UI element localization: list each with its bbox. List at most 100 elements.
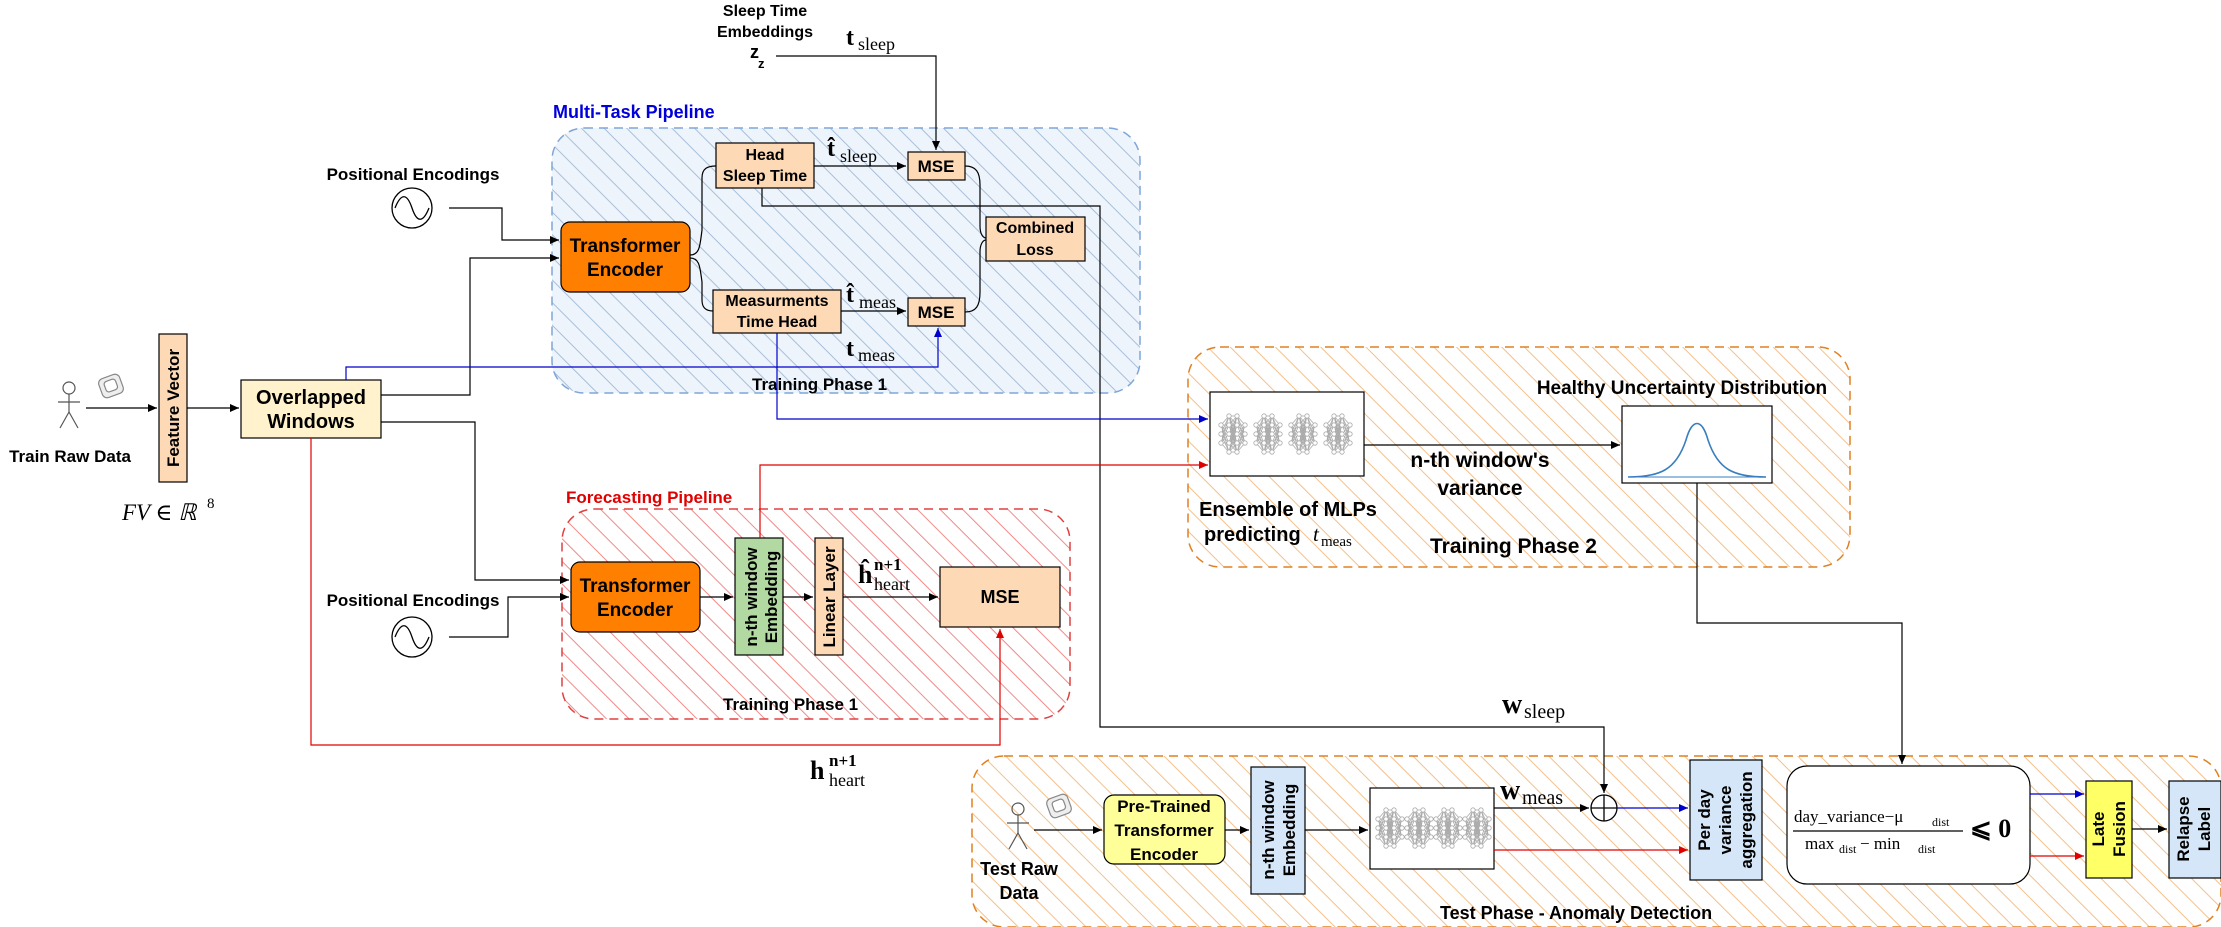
nn-edge: [1220, 415, 1230, 444]
nn-node: [1218, 440, 1224, 446]
nn-node: [1470, 825, 1476, 831]
nn-edge: [1341, 424, 1351, 453]
nn-node: [1462, 825, 1468, 831]
nn-node: [1331, 413, 1337, 419]
nn-node: [1462, 816, 1468, 822]
nn-node: [1261, 413, 1267, 419]
nn-node: [1391, 816, 1397, 822]
nn-node: [1269, 449, 1275, 455]
nn-node: [1375, 825, 1381, 831]
anomaly-formula-numerator: day_variance−μ dist: [1794, 807, 1950, 829]
nn-node: [1391, 825, 1397, 831]
nn-node: [1449, 834, 1455, 840]
nn-node: [1433, 825, 1439, 831]
w-meas-label: w meas: [1500, 775, 1563, 809]
nn-node: [1478, 834, 1484, 840]
nn-node: [1253, 422, 1259, 428]
multitask-pipeline-title: Multi-Task Pipeline: [553, 102, 715, 122]
nn-edge: [1393, 818, 1403, 847]
nn-node: [1304, 440, 1310, 446]
nn-node: [1375, 816, 1381, 822]
nn-edge: [1480, 818, 1490, 838]
sine-wave-icon-1: [391, 187, 433, 229]
nn-edge: [1236, 424, 1246, 453]
nn-edge: [1228, 424, 1238, 453]
nn-node: [1383, 807, 1389, 813]
nn-node: [1323, 431, 1329, 437]
nn-node: [1412, 843, 1418, 849]
nn-node: [1433, 816, 1439, 822]
nn-node: [1296, 422, 1302, 428]
measurements-time-head-label-2: Time Head: [737, 314, 818, 331]
nn-node: [1234, 422, 1240, 428]
measurements-time-head-label-1: Measurments: [725, 293, 828, 310]
nth-window-embedding-label-2b: Embedding: [1280, 784, 1299, 877]
nn-node: [1470, 816, 1476, 822]
svg-text:FV ∈ ℝ: FV ∈ ℝ: [121, 500, 198, 525]
linear-layer-label: Linear Layer: [820, 546, 839, 647]
nn-edge: [1385, 827, 1395, 847]
nn-node: [1399, 834, 1405, 840]
nn-node: [1253, 440, 1259, 446]
svg-text:z: z: [750, 42, 759, 62]
mse-label-2: MSE: [918, 303, 955, 322]
combined-loss-box: [985, 216, 1086, 262]
nn-node: [1404, 834, 1410, 840]
nn-node: [1226, 449, 1232, 455]
nn-edge: [1271, 433, 1281, 453]
svg-text:meas: meas: [1522, 787, 1563, 809]
sleep-time-embeddings-label-2: Embeddings: [717, 24, 813, 41]
positional-encodings-label-1: Positional Encodings: [327, 165, 500, 184]
nn-edge: [1406, 809, 1416, 838]
head-sleep-time-label-2: Sleep Time: [723, 168, 807, 185]
nn-node: [1304, 413, 1310, 419]
nn-node: [1428, 825, 1434, 831]
nn-edge: [1290, 424, 1300, 444]
nn-node: [1234, 449, 1240, 455]
nth-window-embedding-label-1b: Embedding: [762, 551, 781, 644]
nn-node: [1441, 834, 1447, 840]
svg-text:day_variance−μ: day_variance−μ: [1794, 807, 1903, 826]
nn-node: [1412, 834, 1418, 840]
nn-edge: [1341, 433, 1351, 453]
that-sleep-label: t̂ sleep: [827, 136, 877, 166]
nn-edge: [1435, 809, 1445, 838]
nn-edge: [1341, 424, 1351, 444]
nn-edge: [1422, 818, 1432, 847]
nn-node: [1478, 807, 1484, 813]
nn-node: [1420, 834, 1426, 840]
svg-text:n+1: n+1: [829, 751, 857, 770]
relapse-label-box: [2168, 780, 2221, 879]
nn-node: [1234, 413, 1240, 419]
nn-node: [1420, 825, 1426, 831]
svg-text:dist: dist: [1839, 842, 1857, 856]
nn-node: [1347, 422, 1353, 428]
nn-node: [1462, 834, 1468, 840]
nn-edge: [1414, 809, 1424, 847]
nn-edge: [1306, 424, 1316, 444]
distribution-plot-box: [1621, 405, 1773, 484]
nn-node: [1375, 834, 1381, 840]
svg-text:max: max: [1805, 834, 1835, 853]
svg-text:sleep: sleep: [858, 34, 895, 54]
nn-edge: [1236, 424, 1246, 444]
nn-edge: [1435, 818, 1445, 838]
nn-node: [1339, 449, 1345, 455]
nn-node: [1269, 431, 1275, 437]
nn-node: [1226, 431, 1232, 437]
transformer-encoder-label-1b: Encoder: [587, 260, 664, 281]
nn-edge: [1263, 415, 1273, 435]
nn-edge: [1451, 827, 1461, 847]
nth-window-embedding-label-1a: n-th window: [742, 547, 761, 647]
nn-edge: [1472, 827, 1482, 847]
nn-node: [1339, 422, 1345, 428]
nn-node: [1323, 422, 1329, 428]
nn-edge: [1422, 827, 1432, 847]
training-phase2-label: Training Phase 2: [1430, 535, 1597, 558]
nn-node: [1304, 449, 1310, 455]
nn-node: [1391, 807, 1397, 813]
nn-edge: [1271, 424, 1281, 453]
nn-node: [1331, 449, 1337, 455]
svg-text:n+1: n+1: [874, 555, 902, 574]
nn-node: [1347, 440, 1353, 446]
